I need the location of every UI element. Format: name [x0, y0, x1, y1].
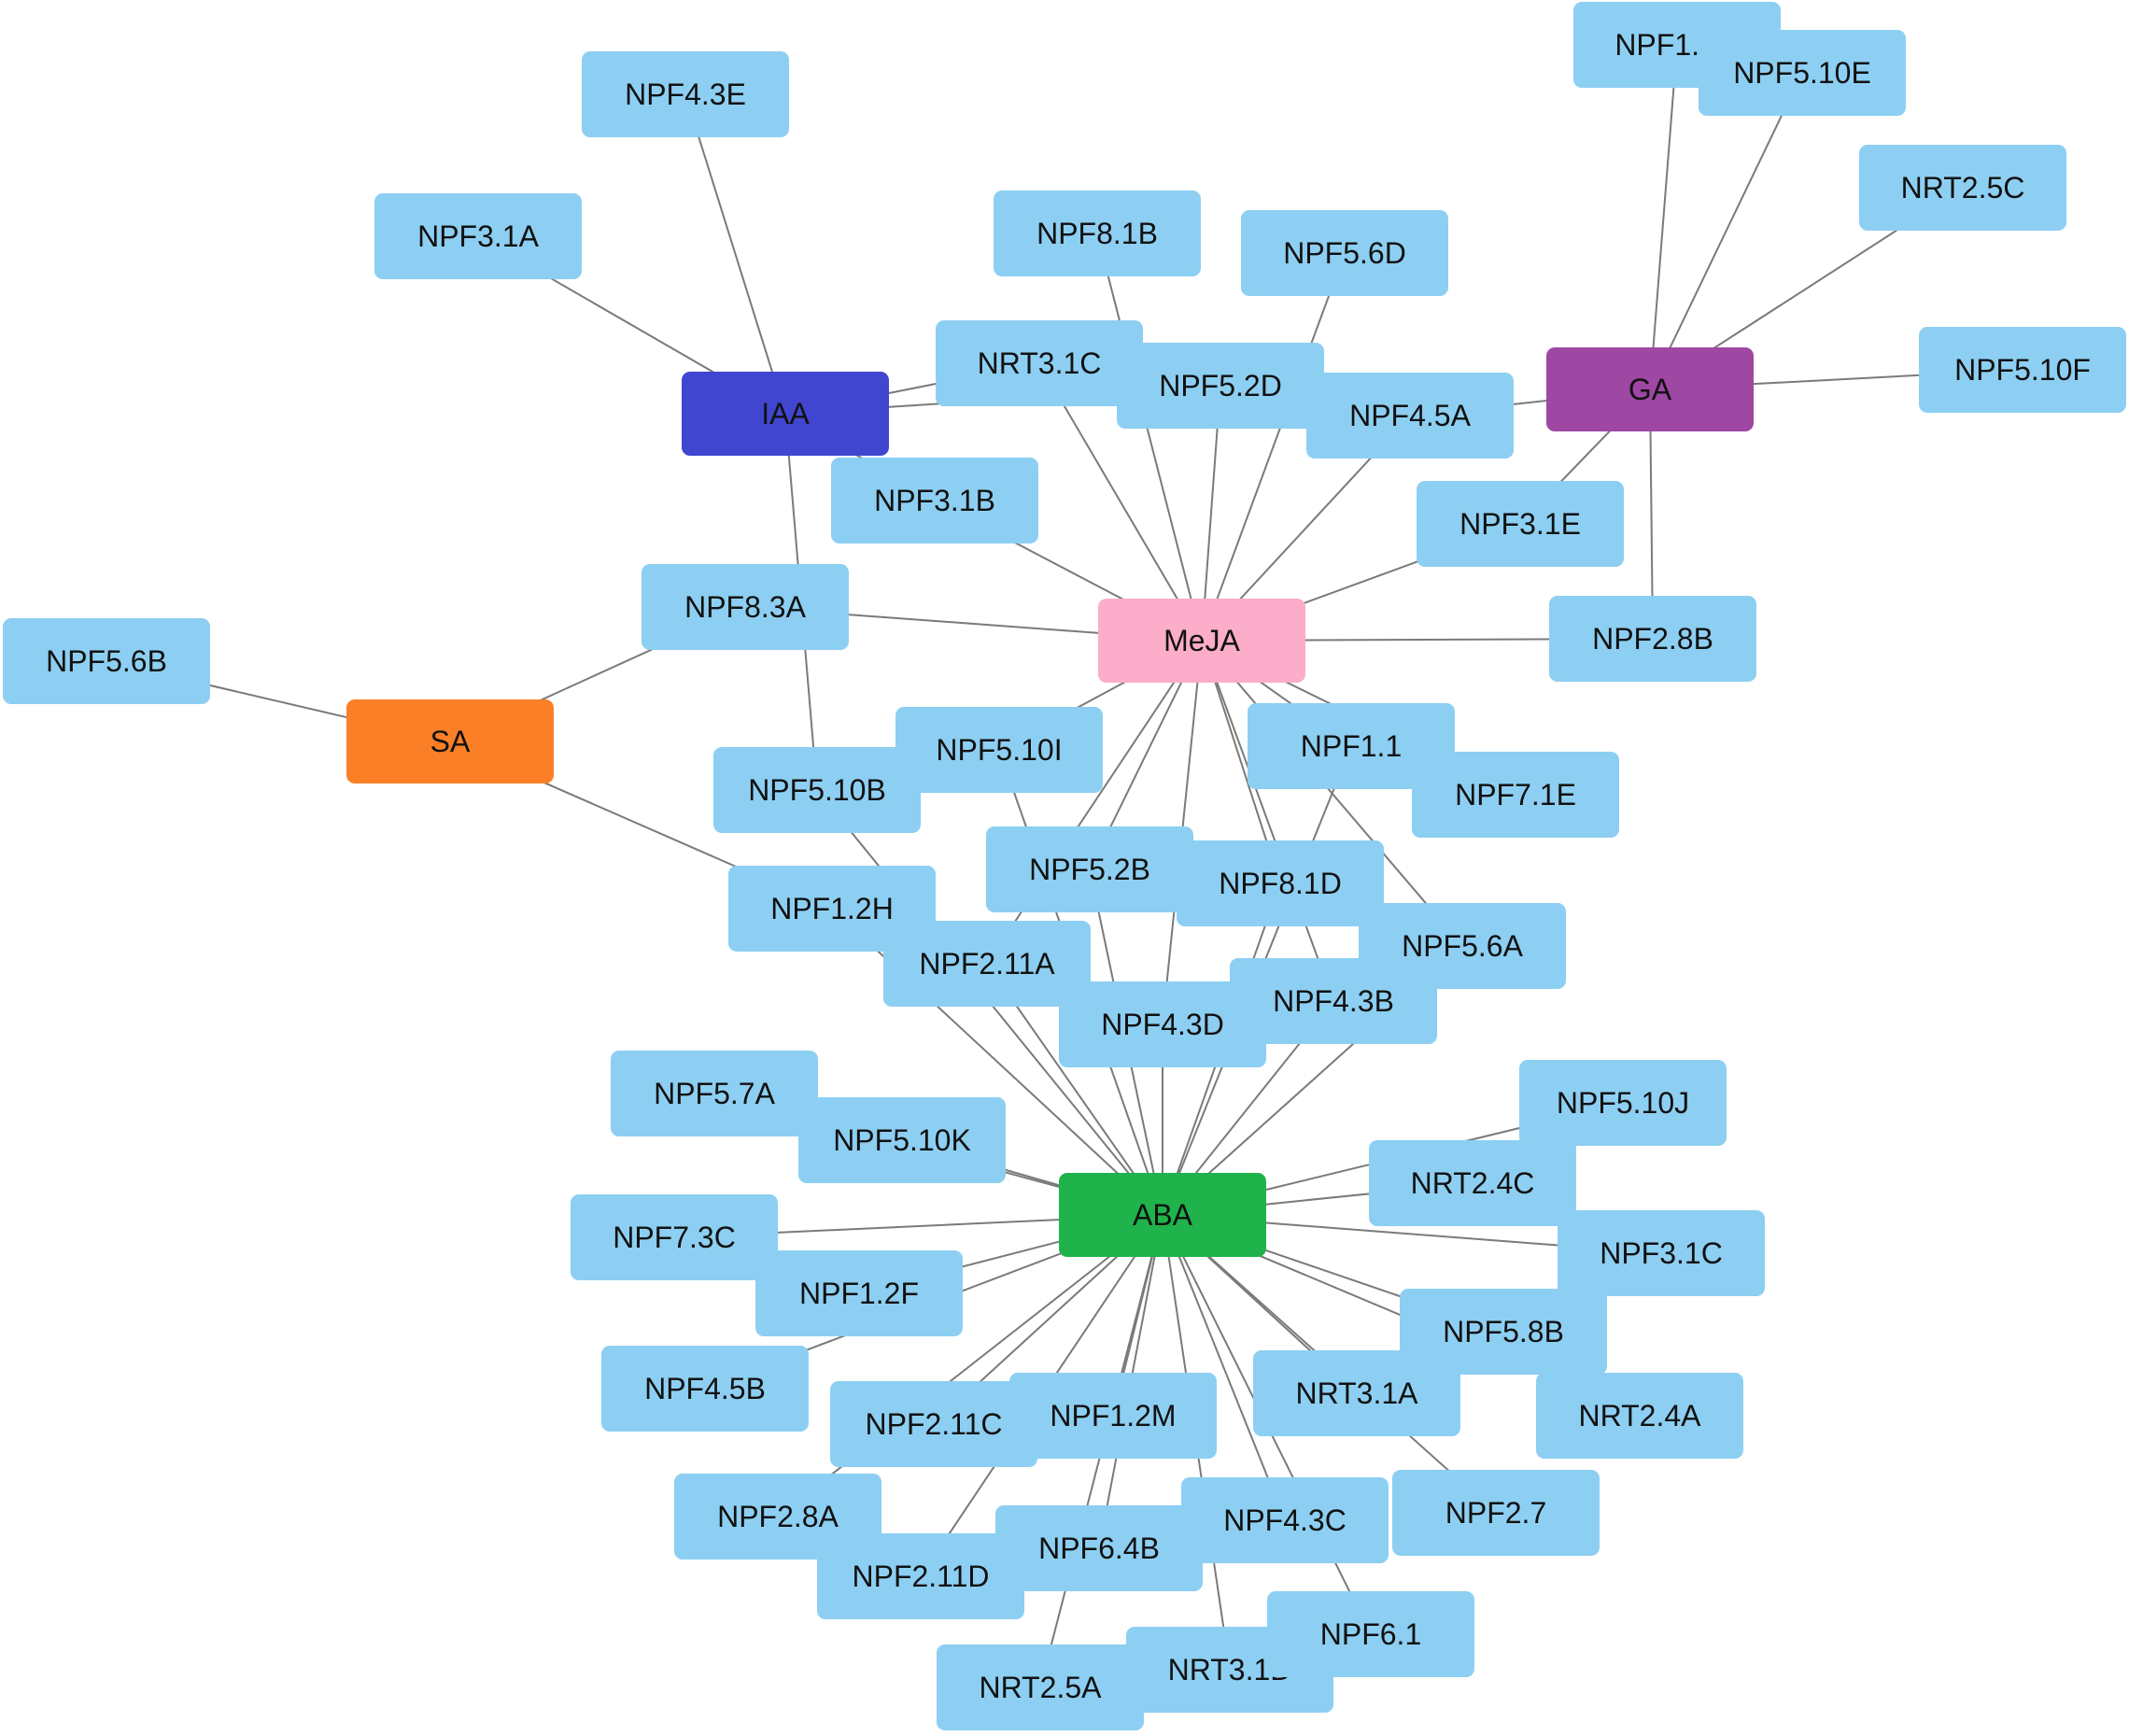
gene-node[interactable]: NPF2.7: [1392, 1470, 1600, 1556]
gene-node[interactable]: NPF2.11C: [830, 1381, 1037, 1467]
gene-node[interactable]: NPF5.7A: [611, 1051, 818, 1136]
gene-node[interactable]: NPF4.3B: [1230, 958, 1437, 1044]
gene-node[interactable]: NPF5.10J: [1519, 1060, 1727, 1146]
gene-node[interactable]: NPF3.1A: [374, 193, 582, 279]
edge-ga-npf5-10e: [1649, 72, 1803, 390]
gene-node[interactable]: NPF8.1B: [994, 191, 1201, 276]
hormone-node-sa[interactable]: SA: [346, 699, 554, 783]
gene-node[interactable]: NPF3.1B: [831, 458, 1038, 543]
gene-node[interactable]: NPF4.5A: [1306, 373, 1514, 459]
gene-node[interactable]: NPF8.1D: [1177, 840, 1384, 926]
hormone-node-meja[interactable]: MeJA: [1098, 599, 1305, 683]
edge-meja-npf8-1b: [1096, 233, 1203, 642]
gene-node[interactable]: NPF6.4B: [995, 1505, 1203, 1591]
gene-node[interactable]: NRT2.4C: [1369, 1140, 1576, 1226]
hormone-node-aba[interactable]: ABA: [1059, 1173, 1266, 1257]
gene-node[interactable]: NPF5.10E: [1699, 30, 1906, 116]
gene-node[interactable]: NPF3.1C: [1558, 1210, 1765, 1296]
edge-meja-npf4-3b: [1201, 640, 1334, 1002]
gene-node[interactable]: NPF5.2B: [986, 826, 1193, 912]
gene-node[interactable]: NPF4.3C: [1181, 1477, 1389, 1563]
hormone-node-ga[interactable]: GA: [1546, 347, 1754, 431]
gene-node[interactable]: NPF4.5B: [601, 1346, 809, 1432]
edge-iaa-npf4-3e: [684, 93, 786, 415]
gene-node[interactable]: NPF2.11D: [817, 1533, 1024, 1619]
gene-node[interactable]: NPF4.3E: [582, 51, 789, 137]
gene-node[interactable]: NPF6.1: [1267, 1591, 1474, 1677]
gene-node[interactable]: NPF1.2F: [755, 1250, 963, 1336]
gene-node[interactable]: NPF5.6B: [3, 618, 210, 704]
gene-node[interactable]: NRT3.1C: [936, 320, 1143, 406]
gene-node[interactable]: NPF5.10F: [1919, 327, 2126, 413]
gene-node[interactable]: NRT2.4A: [1536, 1373, 1743, 1459]
gene-node[interactable]: NRT2.5A: [937, 1644, 1144, 1730]
gene-node[interactable]: NPF1.2M: [1009, 1373, 1217, 1459]
gene-node[interactable]: NPF5.10K: [798, 1097, 1006, 1183]
gene-node[interactable]: NPF8.3A: [642, 564, 849, 650]
gene-node[interactable]: NPF7.1E: [1412, 752, 1619, 838]
gene-node[interactable]: NPF5.10B: [713, 747, 921, 833]
gene-node[interactable]: NPF5.2D: [1117, 343, 1324, 429]
gene-node[interactable]: NPF5.10I: [895, 707, 1103, 793]
edge-meja-nrt3-1c: [1038, 362, 1203, 642]
gene-node[interactable]: NPF5.6D: [1241, 210, 1448, 296]
gene-node[interactable]: NRT3.1A: [1253, 1350, 1460, 1436]
gene-node[interactable]: NPF2.11A: [883, 921, 1091, 1007]
gene-node[interactable]: NPF2.8B: [1549, 596, 1756, 682]
edge-ga-npf1-2g: [1649, 44, 1678, 390]
gene-node[interactable]: NRT2.5C: [1859, 145, 2066, 231]
edge-aba-npf4-3c: [1162, 1214, 1286, 1521]
gene-node[interactable]: NPF2.8A: [674, 1474, 881, 1560]
gene-node[interactable]: NPF7.3C: [571, 1194, 778, 1280]
edge-meja-npf5-6d: [1201, 252, 1346, 642]
hormone-node-iaa[interactable]: IAA: [682, 372, 889, 456]
gene-node[interactable]: NPF3.1E: [1417, 481, 1624, 567]
gene-node[interactable]: NPF5.8B: [1400, 1289, 1607, 1375]
